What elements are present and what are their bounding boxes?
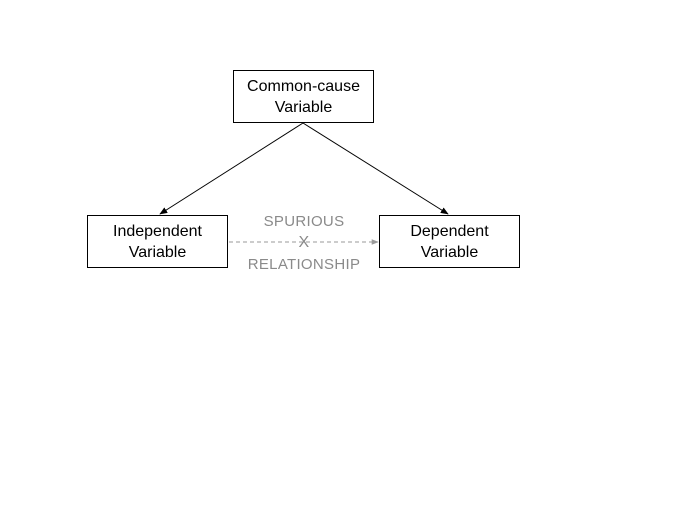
common-cause-label-line2: Variable <box>274 98 333 116</box>
common-cause-label-line1: Common-cause <box>247 77 360 95</box>
independent-label-line1: Independent <box>113 222 202 240</box>
spurious-label: SPURIOUS <box>263 213 345 230</box>
independent-variable-box: Independent Variable <box>87 215 228 268</box>
spurious-x-mark: X <box>298 234 310 251</box>
independent-label-line2: Variable <box>128 243 187 261</box>
arrow-common-to-dependent <box>302 122 449 215</box>
relationship-label: RELATIONSHIP <box>247 256 361 273</box>
dependent-variable-box: Dependent Variable <box>379 215 520 268</box>
dependent-label-line2: Variable <box>420 243 479 261</box>
common-cause-variable-box: Common-cause Variable <box>233 70 374 123</box>
dependent-label-line1: Dependent <box>410 222 489 240</box>
arrow-common-to-independent <box>159 122 304 215</box>
